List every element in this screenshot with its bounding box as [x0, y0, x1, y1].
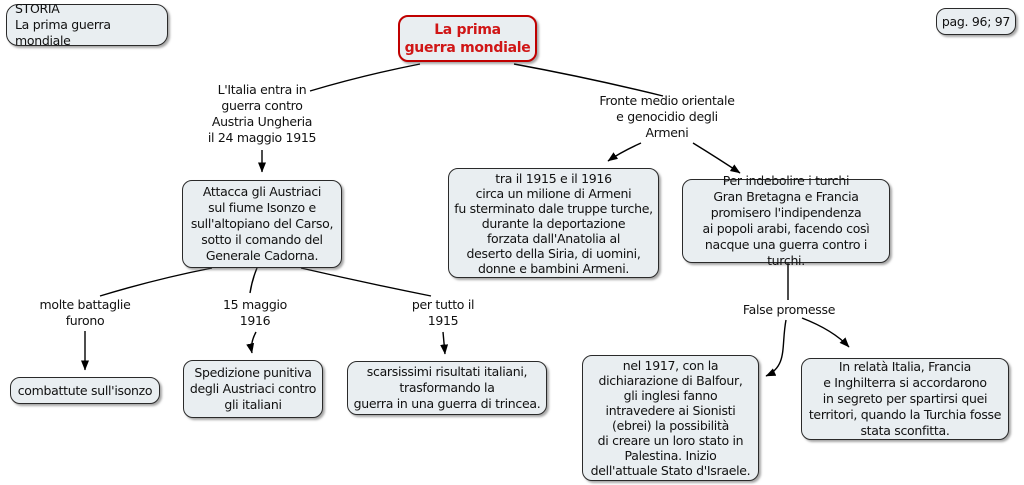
node-attack-isonzo[interactable]: Attacca gli Austriaci sul fiume Isonzo e…: [182, 180, 342, 268]
arrow-1916-to-punitive: [246, 331, 257, 354]
root-concept-box[interactable]: La prima guerra mondiale: [398, 15, 537, 62]
label-false-promises[interactable]: False promesse: [742, 302, 836, 317]
node-weaken-turks[interactable]: Per indebolire i turchi Gran Bretagna e …: [682, 173, 890, 268]
line-attack-to-1916: [249, 267, 258, 294]
arrow-armeni-to-weaken: [692, 142, 741, 174]
line-attack-to-battles: [99, 267, 213, 297]
node-secret-agreement[interactable]: In relatà Italia, Francia e Inghilterra …: [801, 358, 1009, 440]
node-armenian-genocide[interactable]: tra il 1915 e il 1916 circa un milione d…: [448, 168, 659, 278]
node-trench-war[interactable]: scarsissimi risultati italiani, trasform…: [347, 361, 547, 415]
arrow-false-to-balfour: [765, 319, 787, 377]
node-balfour-declaration[interactable]: nel 1917, con la dichiarazione di Balfou…: [582, 355, 759, 481]
arrow-armeni-to-genocide: [607, 142, 642, 162]
node-punitive-expedition[interactable]: Spedizione punitiva degli Austriaci cont…: [183, 360, 323, 418]
line-attack-to-1915: [300, 267, 432, 297]
node-fought-isonzo[interactable]: combattute sull'isonzo: [10, 377, 160, 404]
label-per-tutto-1915[interactable]: per tutto il 1915: [411, 297, 475, 328]
line-root-to-italy: [309, 63, 421, 92]
label-middle-east-front[interactable]: Fronte medio orientale e genocidio degli…: [599, 93, 735, 140]
label-many-battles[interactable]: molte battaglie furono: [39, 297, 131, 328]
map-title-box[interactable]: STORIA La prima guerra mondiale: [6, 1, 168, 48]
label-15-maggio-1916[interactable]: 15 maggio 1916: [222, 297, 287, 328]
page-reference-box[interactable]: pag. 96; 97: [936, 8, 1016, 35]
label-italy-entry[interactable]: L'Italia entra in guerra contro Austria …: [207, 82, 317, 145]
arrow-1915-to-trench: [440, 331, 449, 355]
arrow-false-to-secret: [801, 317, 850, 348]
line-root-to-middle-east: [513, 63, 664, 97]
